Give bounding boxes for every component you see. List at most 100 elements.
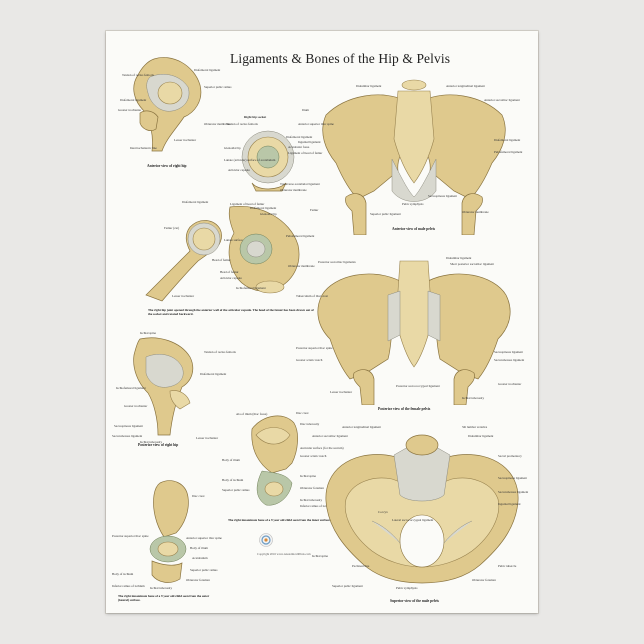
hip-posterior-illustration (133, 337, 194, 436)
label: Iliofemoral ligament (494, 138, 521, 142)
label: Ischial tuberosity (140, 440, 163, 444)
label: Obturator membrane (204, 122, 231, 126)
label: Anterior longitudinal ligament (446, 84, 485, 88)
hip-socket-illustration (241, 130, 295, 192)
label: Posterior sacrococcygeal ligament (396, 384, 440, 388)
label: Superior pubic ligament (332, 584, 363, 588)
label: Sacrotuberous ligament (498, 490, 529, 494)
figure-right-hip-socket: Right hip socket Tendon of rectus femori… (224, 113, 322, 195)
figure-opened-hip-joint: Iliofemoral ligament Ligament of head of… (110, 199, 320, 323)
label: Body of ischium (222, 478, 244, 482)
label: Greater sciatic notch (296, 358, 323, 362)
label: Iliolumbar ligament (446, 256, 472, 260)
poster-title: Ligaments & Bones of the Hip & Pelvis (230, 51, 451, 66)
label: Posterior superior iliac spine (112, 534, 149, 538)
figure-superior-male-pelvis: Anterior longitudinal ligament 5th lumba… (312, 425, 534, 609)
anterior-pelvis-illustration (322, 79, 506, 236)
label: Tuberculum of iliac crest (296, 294, 329, 298)
label: Ischial spine (312, 554, 329, 558)
figure-caption: Posterior view of the female pelvis (378, 407, 431, 411)
label: Body of ilium (190, 546, 208, 550)
label: Anterior superior iliac spine (298, 122, 334, 126)
label: Transverse acetabular ligament (280, 182, 320, 186)
label: Pubofemoral ligament (494, 150, 523, 154)
label: Anterior longitudinal ligament (342, 425, 381, 429)
label: Pubic symphysis (402, 202, 424, 206)
figure-caption: Anterior view of male pelvis (392, 227, 436, 231)
figure-caption: The right hip joint opened through the a… (148, 308, 314, 316)
label: Superior pubic ligament (370, 212, 401, 216)
label: Pectineal line (352, 564, 370, 568)
label: Anterior superior iliac spine (186, 536, 222, 540)
label: 5th lumbar vertebra (462, 425, 488, 429)
label: Ischiofemoral ligament (116, 386, 146, 390)
label: Iliofemoral ligament (182, 200, 209, 204)
label: Iliofemoral ligament (286, 135, 313, 139)
label: Iliofemoral ligament (200, 372, 227, 376)
label: Body of ilium (222, 458, 240, 462)
label: Glenoidal lip (224, 146, 241, 150)
label: Iliofemoral ligament (250, 206, 277, 210)
label: Greater trochanter (498, 382, 522, 386)
label: Greater trochanter (118, 108, 142, 112)
label: Lesser trochanter (172, 294, 195, 298)
label: Iliofemoral ligament (194, 68, 221, 72)
label: Lunate surface (224, 238, 243, 242)
label: Sacrotuberous ligament (112, 434, 143, 438)
label: Ischiofemoral ligament (236, 286, 266, 290)
label: Sacrospinous ligament (428, 194, 457, 198)
label: Superior pubic ramus (204, 85, 232, 89)
label: Iliac crest (192, 494, 205, 498)
child-inner-illustration (251, 415, 298, 506)
label: Acetabulum (192, 556, 208, 560)
label: Posterior sacroiliac ligaments (318, 260, 356, 264)
label: Anterior sacroiliac ligament (312, 434, 348, 438)
label: Sacrospinous ligament (498, 476, 527, 480)
label: Head of femur (212, 258, 231, 262)
label: Posterior superior iliac spine (296, 346, 333, 350)
label: Tendon of rectus femoris (122, 73, 154, 77)
label: Ligament of head of femur (230, 202, 265, 206)
label: Ischial tuberosity (462, 396, 485, 400)
label: Inguinal ligament (298, 140, 321, 144)
label: Auricular surface (for the sacrum) (300, 446, 344, 450)
label: Sacral promontory (498, 454, 522, 458)
label: Lesser trochanter (196, 436, 219, 440)
label: Greater trochanter (124, 404, 148, 408)
label: Ischial tuberosity (150, 586, 173, 590)
label: Obturator foramen (186, 578, 210, 582)
label: Obturator foramen (472, 578, 496, 582)
figure-caption: The right innominate bone of a 9 year ol… (118, 594, 210, 602)
hip-anterior-illustration (133, 57, 202, 152)
label: Anterior sacroiliac ligament (484, 98, 520, 102)
label: Coccyx (378, 510, 388, 514)
label: Iliolumbar ligament (356, 84, 382, 88)
label: Inferior ramus of ischium (112, 584, 145, 588)
label: Lateral sacrococcygeal ligament (392, 518, 434, 522)
figure-anterior-right-hip: Anterior view of right hip Tendon of rec… (110, 47, 231, 168)
figure-anterior-male-pelvis: Iliolumbar ligament Anterior longitudina… (296, 79, 532, 236)
label: Short posterior sacroiliac ligament (450, 262, 494, 266)
label: Ala of ilium (iliac fossa) (236, 412, 268, 416)
label: Obturator membrane (280, 188, 307, 192)
label: Lesser trochanter (174, 138, 197, 142)
label: Sacrospinous ligament (494, 350, 523, 354)
figure-caption: The right innominate bone of a 9 year ol… (228, 518, 331, 522)
label: Iliofemoral ligament (120, 98, 147, 102)
label: Ischial spine (140, 331, 157, 335)
label: Intertrochanteric line (130, 146, 157, 150)
publisher-logo-icon (259, 533, 273, 547)
label: Superior pubic ramus (190, 568, 218, 572)
figure-posterior-right-hip: Ischial spine Tendon of rectus femoris I… (110, 331, 236, 449)
label: Femur (310, 208, 319, 212)
label: Glenoidal lip (260, 212, 277, 216)
copyright-text: Copyright 2016 www.AnatomicalPrints.com (257, 552, 311, 556)
label: Iliac tuberosity (300, 422, 320, 426)
label: Femur (cut) (164, 226, 180, 230)
label: Sacrospinous ligament (114, 424, 143, 428)
figure-caption: Posterior view of right hip (138, 443, 179, 447)
label: Inferior ramus of ischium (300, 504, 333, 508)
label: Articular capsule (220, 276, 242, 280)
label: Tendon of rectus femoris (226, 122, 258, 126)
label: Lesser trochanter (330, 390, 353, 394)
